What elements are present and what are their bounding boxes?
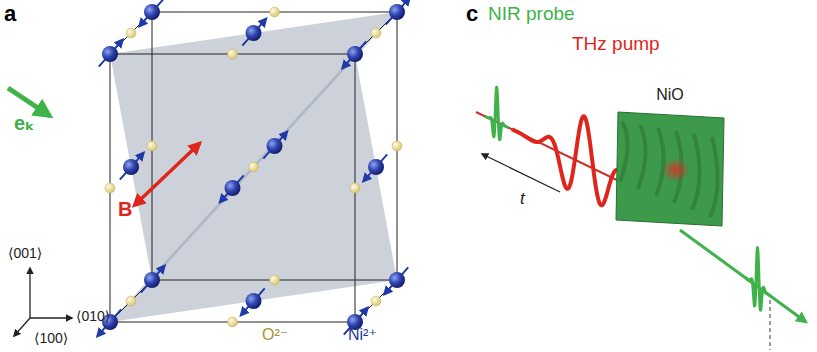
- o-atom: [249, 162, 259, 172]
- o-atom: [270, 275, 280, 285]
- b-field-arrow: [140, 143, 200, 200]
- o-atom: [126, 296, 136, 306]
- ni-atom: [144, 272, 160, 288]
- ni-atom: [347, 46, 363, 62]
- sample-slab: NiO: [612, 86, 728, 232]
- ni-atom: [102, 46, 118, 62]
- spin-arrow: [120, 153, 144, 180]
- o-atom: [371, 296, 381, 306]
- axis-label: ⟨001⟩: [8, 246, 42, 261]
- spin-arrow: [241, 288, 265, 315]
- spin-plane: [110, 54, 397, 322]
- ion-label: O²⁻: [262, 326, 288, 344]
- spin-arrow: [384, 267, 408, 294]
- sample-square: [612, 108, 728, 232]
- probe-label: NIR probe: [488, 4, 575, 25]
- time-label: t: [520, 190, 525, 209]
- ni-atom: [389, 272, 405, 288]
- o-atom: [228, 317, 238, 327]
- ek-arrow: [8, 88, 50, 116]
- probe-beam-out: [680, 230, 806, 322]
- ion-label: Ni²⁺: [348, 326, 377, 344]
- axis-label: ⟨010⟩: [76, 309, 110, 324]
- spin-arrow: [363, 154, 387, 181]
- ni-atom: [225, 180, 241, 196]
- nir-pulse: [485, 87, 508, 139]
- spin-arrow: [141, 266, 165, 293]
- axis-label: ⟨100⟩: [34, 331, 68, 346]
- o-atom: [371, 28, 381, 38]
- o-atom: [228, 49, 238, 59]
- pulses: [476, 87, 770, 310]
- ni-atom: [123, 159, 139, 175]
- reference-line: [770, 300, 771, 350]
- pump-label: THz pump: [572, 34, 660, 55]
- panel-letter: a: [4, 2, 16, 26]
- o-atom: [105, 183, 115, 193]
- o-atom: [350, 183, 360, 193]
- spin-arrow: [220, 175, 244, 202]
- ni-atom: [246, 293, 262, 309]
- o-atom: [270, 7, 280, 17]
- ni-atom: [144, 4, 160, 20]
- field-label: B: [118, 198, 132, 220]
- wavevector-label: eₖ: [14, 112, 35, 134]
- spin-arrow: [263, 132, 287, 159]
- ni-atom: [246, 25, 262, 41]
- o-atom: [147, 141, 157, 151]
- thz-pulse: [512, 116, 629, 205]
- ni-atom: [267, 138, 283, 154]
- ni-atom: [368, 159, 384, 175]
- o-atom: [392, 141, 402, 151]
- nio-lattice: [97, 0, 410, 336]
- spin-arrow: [242, 19, 266, 46]
- spin-arrow: [139, 0, 163, 26]
- spin-arrow: [386, 0, 410, 25]
- time-arrow: [482, 154, 560, 192]
- axes: [14, 268, 72, 336]
- o-atom: [126, 28, 136, 38]
- panel-letter: c: [466, 2, 478, 26]
- spin-arrow: [342, 41, 366, 68]
- ni-atom: [389, 4, 405, 20]
- spin-arrow: [99, 40, 123, 67]
- sample-label: NiO: [612, 86, 728, 104]
